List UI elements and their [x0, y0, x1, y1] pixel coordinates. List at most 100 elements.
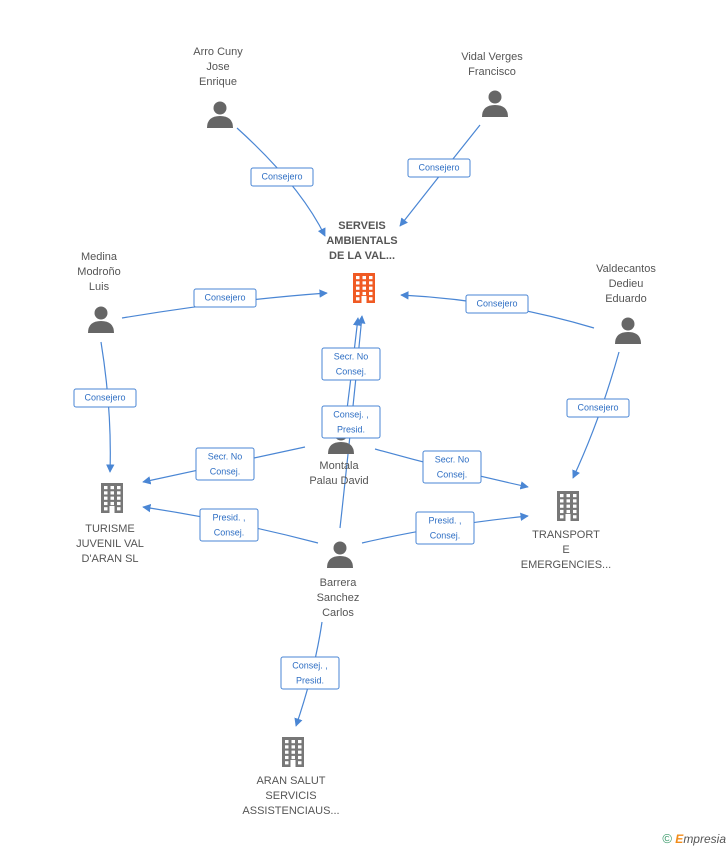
node-label-line: SERVEIS [338, 220, 386, 232]
edge-label-text: Secr. No [208, 451, 243, 461]
person-icon [207, 101, 233, 128]
edge-label-text: Consejero [84, 392, 125, 402]
node-label-line: Valdecantos [596, 263, 656, 275]
edge-label-text: Consejero [577, 402, 618, 412]
edge-label-text: Presid. , [428, 515, 461, 525]
person-icon [482, 90, 508, 117]
edge-label[interactable]: Consej. , Presid. [321, 405, 381, 439]
edge-label-text: Presid. [337, 424, 365, 434]
edge-label-text: Consejero [476, 298, 517, 308]
edge-label-box [199, 508, 259, 542]
person-icon [327, 541, 353, 568]
node-label-line: AMBIENTALS [326, 235, 397, 247]
node-label-line: SERVICIS [265, 790, 316, 802]
node-label-line: Dedieu [609, 278, 644, 290]
nodes-layer: SERVEIS AMBIENTALS DE LA VAL... Arro CunyJo… [76, 46, 656, 817]
node-label-line: E [562, 544, 569, 556]
edge-label[interactable]: Consejero [566, 398, 630, 418]
edge-label-box [193, 288, 257, 308]
edge-label-box [321, 347, 381, 381]
edge-label-box [566, 398, 630, 418]
building-icon [101, 483, 123, 513]
company-node[interactable]: TRANSPORT E EMERGENCIES... [521, 491, 611, 571]
building-icon [353, 273, 375, 303]
edge-label[interactable]: Presid. , Consej. [199, 508, 259, 542]
node-label-line: Palau David [309, 475, 368, 487]
edge-label-text: Consejero [204, 292, 245, 302]
company-node[interactable]: ARAN SALUT SERVICIS ASSISTENCIAUS... [242, 737, 340, 817]
edge-label[interactable]: Consejero [407, 158, 471, 178]
node-label-line: Jose [206, 61, 229, 73]
edge-label-text: Consej. [214, 527, 245, 537]
edge-label-text: Consej. [336, 366, 367, 376]
node-label-line: D'ARAN SL [81, 553, 138, 565]
node-label-line: Modroño [77, 266, 120, 278]
node-label-line: Luis [89, 281, 110, 293]
building-icon [557, 491, 579, 521]
edge-label-box [422, 450, 482, 484]
footer-brand: © Empresia [662, 831, 726, 846]
node-label-line: Montala [319, 460, 359, 472]
node-label-line: DE LA VAL... [329, 250, 395, 262]
edge-label[interactable]: Presid. , Consej. [415, 511, 475, 545]
edge-label-text: Presid. , [212, 512, 245, 522]
edge-label-text: Consejero [261, 171, 302, 181]
node-label-line: Francisco [468, 66, 516, 78]
person-icon [615, 317, 641, 344]
edge-label[interactable]: Consejero [193, 288, 257, 308]
edge-label-text: Consejero [418, 162, 459, 172]
node-label-line: Barrera [320, 577, 358, 589]
edge-label-box [407, 158, 471, 178]
edge-label-box [195, 447, 255, 481]
edge-label-box [465, 294, 529, 314]
node-label-line: Medina [81, 251, 118, 263]
building-icon [282, 737, 304, 767]
node-label-line: JUVENIL VAL [76, 538, 144, 550]
node-label-line: ASSISTENCIAUS... [242, 805, 339, 817]
edge-label[interactable]: Secr. No Consej. [321, 347, 381, 381]
edge-label-text: Secr. No [435, 454, 470, 464]
company-node[interactable]: TURISME JUVENIL VAL D'ARAN SL [76, 483, 144, 565]
brand-logo-text: mpresia [683, 832, 726, 846]
edge-label-text: Consej. [437, 469, 468, 479]
node-label-line: Sanchez [317, 592, 360, 604]
edge-label-box [321, 405, 381, 439]
node-label-line: Eduardo [605, 293, 647, 305]
edge-label-text: Presid. [296, 675, 324, 685]
edge-label-box [250, 167, 314, 187]
edge-label-text: Consej. , [333, 409, 369, 419]
copyright-symbol: © [662, 831, 672, 846]
edge-label-text: Consej. [210, 466, 241, 476]
edge-label-box [73, 388, 137, 408]
edge-label[interactable]: Consej. , Presid. [280, 656, 340, 690]
relationship-edge [100, 341, 115, 473]
node-label-line: EMERGENCIES... [521, 559, 611, 571]
edge-label[interactable]: Consejero [250, 167, 314, 187]
node-label-line: Arro Cuny [193, 46, 243, 58]
edge-label-box [280, 656, 340, 690]
node-label-line: Carlos [322, 607, 354, 619]
edge-label[interactable]: Secr. No Consej. [195, 447, 255, 481]
edge-label-box [415, 511, 475, 545]
edge-label-text: Consej. , [292, 660, 328, 670]
node-label-line: TURISME [85, 523, 135, 535]
edge-label[interactable]: Consejero [465, 294, 529, 314]
company-node[interactable]: SERVEIS AMBIENTALS DE LA VAL... [326, 220, 398, 303]
brand-logo-initial: E [675, 832, 684, 846]
node-label-line: Enrique [199, 76, 237, 88]
node-label-line: Vidal Verges [461, 51, 523, 63]
edge-label[interactable]: Secr. No Consej. [422, 450, 482, 484]
edge-label-text: Secr. No [334, 351, 369, 361]
edge-label[interactable]: Consejero [73, 388, 137, 408]
person-icon [88, 306, 114, 333]
node-label-line: TRANSPORT [532, 529, 600, 541]
edge-label-text: Consej. [430, 530, 461, 540]
edge-labels-layer: ConsejeroConsejeroConsejeroConsejeroCons… [73, 158, 630, 690]
node-label-line: ARAN SALUT [256, 775, 325, 787]
